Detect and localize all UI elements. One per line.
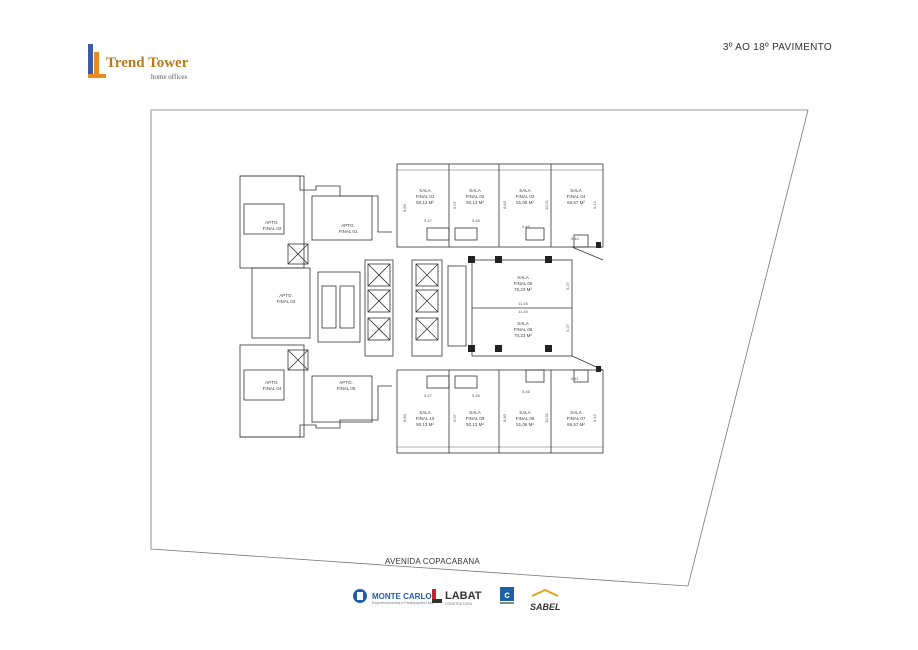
- room-label-line2: FINAL 04: [567, 194, 586, 199]
- room-area: 50,13 M²: [416, 422, 434, 427]
- dimension-label: 6,12: [592, 413, 597, 422]
- dimension-label: 6,07: [452, 413, 457, 422]
- brand-logo: Trend Tower home offices: [84, 44, 224, 88]
- sabel-roof-icon: [530, 584, 560, 602]
- logo-base: [88, 74, 106, 78]
- room-label-line1: SALA: [517, 321, 529, 326]
- floor-label: 3º AO 18º PAVIMENTO: [722, 42, 832, 53]
- logo-bar-blue: [88, 44, 93, 76]
- partner-labat: LABAT CONSTRUTORA: [431, 588, 481, 608]
- dimension-label: 8,80: [402, 203, 407, 212]
- partner-monte-carlo: MONTE CARLO Empreendimentos e Participaç…: [352, 588, 433, 608]
- room-label-line1: SALA: [517, 275, 529, 280]
- partner-name: MONTE CARLO: [372, 591, 432, 601]
- room-label-line1: SALA: [419, 410, 431, 415]
- apartment-label-line2: FINAL 01: [339, 229, 358, 234]
- dimension-label: 5,47: [424, 393, 433, 398]
- room-area: 66,57 M²: [567, 200, 585, 205]
- apartment-label-line1: APTO.: [265, 380, 278, 385]
- dimension-label: 5,42: [571, 236, 580, 241]
- room-label-line2: FINAL 05: [514, 281, 533, 286]
- dimension-label: 10,31: [544, 199, 549, 210]
- room-label-line1: SALA: [469, 188, 481, 193]
- room-label-line1: SALA: [419, 188, 431, 193]
- dimension-label: 5,46: [522, 224, 531, 229]
- dimension-label: 6,07: [452, 200, 457, 209]
- labat-emblem-icon: [431, 588, 443, 609]
- dimension-label: 5,47: [424, 218, 433, 223]
- dimension-label: 8,80: [402, 413, 407, 422]
- room-label-line1: SALA: [570, 188, 582, 193]
- room-label-line2: FINAL 03: [516, 194, 535, 199]
- room-area: 51,06 M²: [516, 422, 534, 427]
- dimension-label: 8,80: [502, 413, 507, 422]
- apartment-label-line1: APTO.: [279, 293, 292, 298]
- c-emblem-icon: c: [500, 586, 514, 610]
- dimension-label: 6,12: [592, 200, 597, 209]
- room-label-line1: SALA: [570, 410, 582, 415]
- room-label-line2: FINAL 01: [416, 194, 435, 199]
- logo-bar-orange: [94, 52, 99, 76]
- room-area: 70,23 M²: [514, 287, 532, 292]
- room-area: 50,13 M²: [466, 200, 484, 205]
- dimension-label: 5,27: [565, 323, 570, 332]
- partner-sub: CONSTRUTORA: [445, 602, 472, 606]
- room-label-line2: FINAL 02: [466, 194, 485, 199]
- dimension-label: 5,46: [522, 389, 531, 394]
- room-label-line2: FINAL 08: [516, 416, 535, 421]
- apartment-label-line2: FINAL 02: [263, 226, 282, 231]
- partner-sabel: SABEL: [530, 588, 561, 612]
- room-label-line2: FINAL 06: [514, 327, 533, 332]
- apartment-label-line2: FINAL 04: [263, 386, 282, 391]
- street-name: AVENIDA COPACABANA: [385, 557, 480, 566]
- structural-columns: [468, 242, 601, 372]
- room-label-line2: FINAL 07: [567, 416, 586, 421]
- partner-name: SABEL: [530, 602, 561, 612]
- dimension-label: 5,46: [472, 393, 481, 398]
- room-label-line1: SALA: [519, 188, 531, 193]
- brand-tagline: home offices: [151, 73, 188, 81]
- lot-boundary: [150, 109, 809, 587]
- room-area: 50,13 M²: [416, 200, 434, 205]
- brand-name: Trend Tower: [106, 55, 189, 71]
- room-area: 70,23 M²: [514, 333, 532, 338]
- dimension-label: 11,45: [518, 309, 528, 314]
- apartment-label-line1: APTO.: [265, 220, 278, 225]
- room-label-line2: FINAL 10: [416, 416, 435, 421]
- building-walls: [239, 163, 604, 454]
- apartment-label-line2: FINAL 05: [337, 386, 356, 391]
- partner-sub: Empreendimentos e Participações Ltda: [372, 600, 434, 605]
- apartment-label-line2: FINAL 03: [277, 299, 296, 304]
- partner-name: LABAT: [445, 590, 482, 602]
- room-label-line1: SALA: [519, 410, 531, 415]
- partner-c: c: [500, 586, 514, 610]
- room-label-line2: FINAL 09: [466, 416, 485, 421]
- room-area: 66,57 M²: [567, 422, 585, 427]
- dimension-label: 11,45: [518, 301, 528, 306]
- room-label-line1: SALA: [469, 410, 481, 415]
- apartment-label-line1: APTO.: [339, 380, 352, 385]
- dimension-label: 5,46: [472, 218, 481, 223]
- dimension-label: 5,27: [565, 281, 570, 290]
- apartment-label-line1: APTO.: [341, 223, 354, 228]
- monte-carlo-emblem-icon: [352, 588, 370, 609]
- dimension-label: 8,80: [502, 200, 507, 209]
- dimension-label: 10,31: [544, 412, 549, 423]
- svg-text:c: c: [504, 590, 510, 601]
- dimension-label: 5,41: [571, 376, 580, 381]
- room-area: 51,06 M²: [516, 200, 534, 205]
- room-area: 50,13 M²: [466, 422, 484, 427]
